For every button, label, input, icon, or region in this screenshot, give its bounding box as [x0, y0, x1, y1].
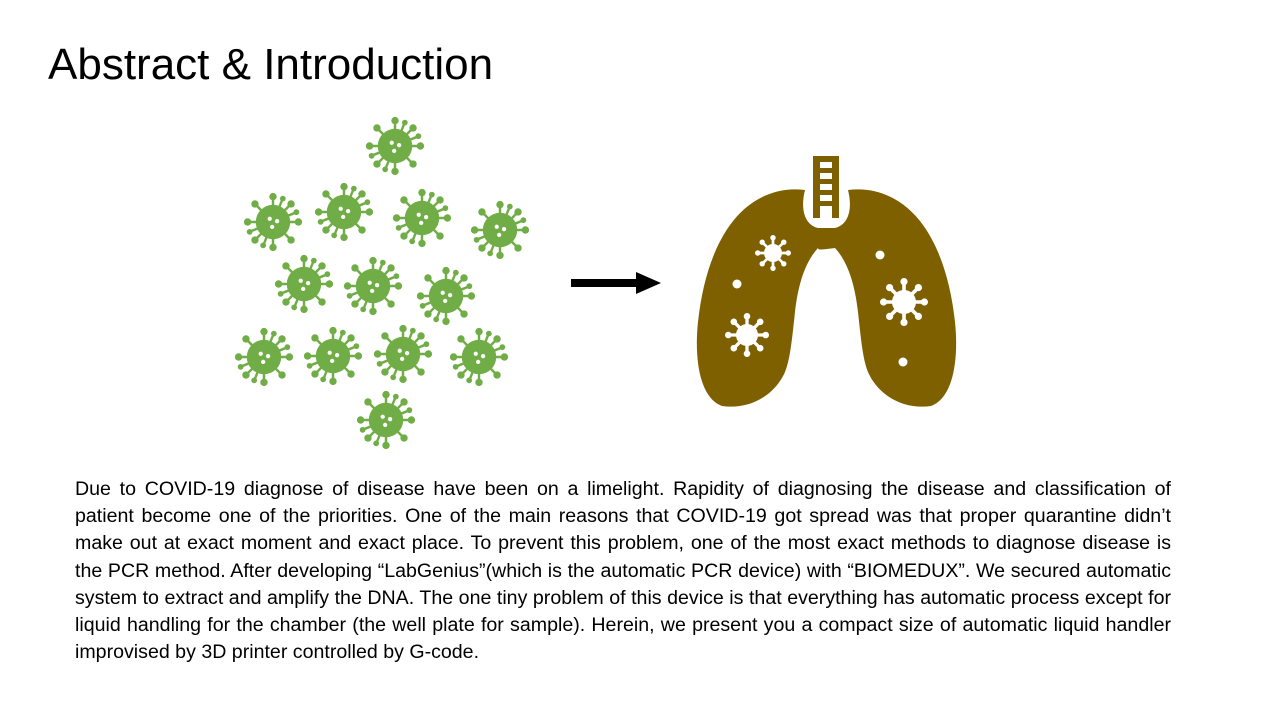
abstract-paragraph: Due to COVID-19 diagnose of disease have…	[75, 478, 1171, 664]
slide-title: Abstract & Introduction	[48, 40, 494, 89]
right-arrow-icon	[571, 272, 661, 294]
infected-lungs-icon	[696, 156, 957, 407]
virus-cluster-icon	[233, 115, 531, 451]
